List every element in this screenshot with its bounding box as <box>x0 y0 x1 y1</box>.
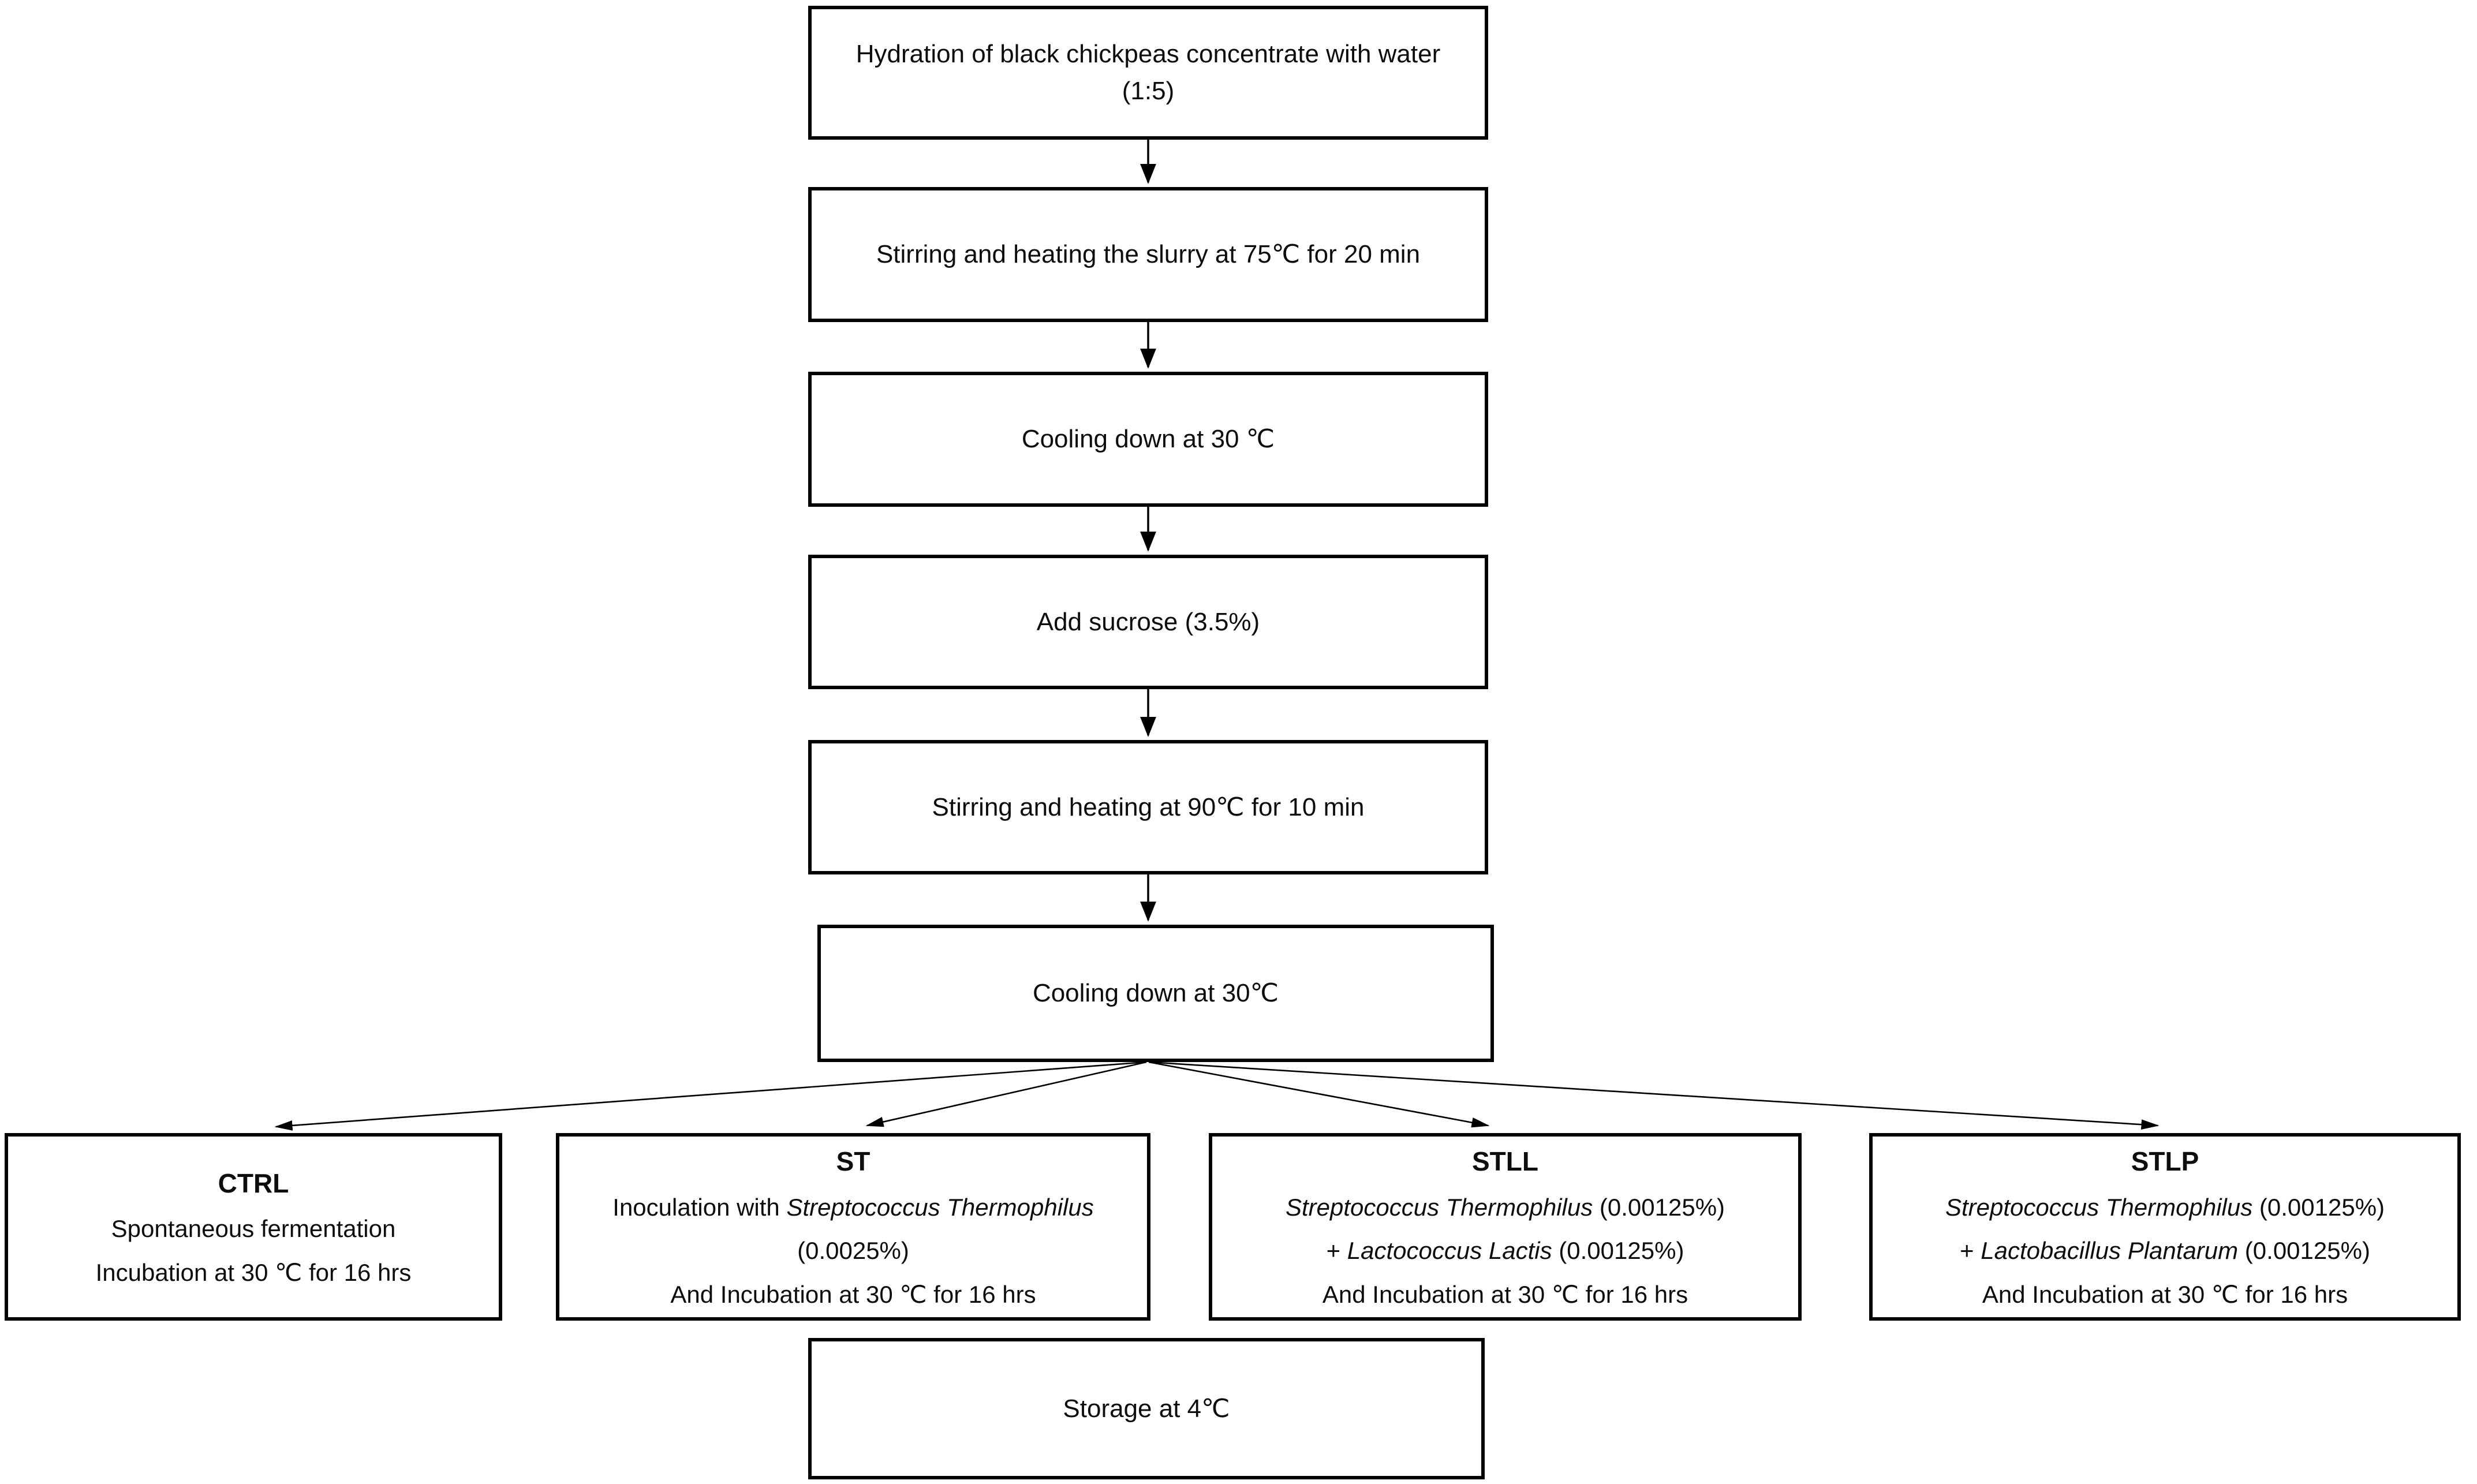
stlp-species1-name: Streptococcus Thermophilus <box>1945 1193 2253 1221</box>
step-text-sucrose: Add sucrose (3.5%) <box>1036 607 1260 636</box>
step-text-heat75: Stirring and heating the slurry at 75℃ f… <box>876 240 1421 269</box>
step-box-storage: Storage at 4℃ <box>808 1338 1485 1479</box>
branch-line-st-inoculation: Inoculation with Streptococcus Thermophi… <box>580 1186 1126 1273</box>
branch-title-ctrl: CTRL <box>218 1168 289 1198</box>
step-text-heat90: Stirring and heating at 90℃ for 10 min <box>932 793 1365 821</box>
branch-content-stll: STLL Streptococcus Thermophilus (0.00125… <box>1212 1138 1798 1317</box>
stlp-plus-sign: + <box>1960 1237 1981 1265</box>
arrow-branch-stll <box>1148 1061 1490 1128</box>
stll-concentration2: (0.00125%) <box>1552 1237 1684 1265</box>
arrow-branch-stlp <box>1148 1061 2160 1130</box>
branch-line-stlp-species2: + Lactobacillus Plantarum (0.00125%) <box>1893 1229 2437 1273</box>
stlp-concentration2: (0.00125%) <box>2238 1237 2370 1265</box>
step-text-storage: Storage at 4℃ <box>1063 1394 1230 1423</box>
arrow-branch-st <box>865 1061 1147 1127</box>
branch-line-stll-incubation: And Incubation at 30 ℃ for 16 hrs <box>1322 1280 1688 1308</box>
branch-line-stlp-species1: Streptococcus Thermophilus (0.00125%) <box>1893 1186 2437 1229</box>
branch-content-st: ST Inoculation with Streptococcus Thermo… <box>559 1138 1147 1317</box>
stlp-concentration1: (0.00125%) <box>2252 1193 2385 1221</box>
stlp-species2-name: Lactobacillus Plantarum <box>1981 1237 2239 1265</box>
step-box-heat90: Stirring and heating at 90℃ for 10 min <box>808 740 1488 874</box>
st-species-name: Streptococcus Thermophilus <box>786 1193 1094 1221</box>
st-pre-text: Inoculation with <box>612 1193 787 1221</box>
step-text-hydration: Hydration of black chickpeas concentrate… <box>855 40 1441 105</box>
branch-line-st-incubation: And Incubation at 30 ℃ for 16 hrs <box>670 1280 1036 1308</box>
stll-plus-sign: + <box>1326 1237 1347 1265</box>
stll-species2-name: Lactococcus Lactis <box>1347 1237 1552 1265</box>
branch-title-st: ST <box>836 1146 871 1176</box>
branch-line-stll-species2: + Lactococcus Lactis (0.00125%) <box>1233 1229 1777 1273</box>
branch-title-stll: STLL <box>1472 1146 1538 1176</box>
branch-box-stll: STLL Streptococcus Thermophilus (0.00125… <box>1209 1133 1802 1321</box>
branch-line-stll-species1: Streptococcus Thermophilus (0.00125%) <box>1233 1186 1777 1229</box>
branch-box-stlp: STLP Streptococcus Thermophilus (0.00125… <box>1869 1133 2461 1321</box>
branch-box-ctrl: CTRL Spontaneous fermentation Incubation… <box>5 1133 502 1321</box>
step-box-cool30-second: Cooling down at 30℃ <box>817 925 1494 1062</box>
step-box-cool30-first: Cooling down at 30 ℃ <box>808 372 1488 507</box>
stll-concentration1: (0.00125%) <box>1593 1193 1725 1221</box>
branch-title-stlp: STLP <box>2131 1146 2199 1176</box>
branch-content-ctrl: CTRL Spontaneous fermentation Incubation… <box>8 1160 499 1295</box>
branch-content-stlp: STLP Streptococcus Thermophilus (0.00125… <box>1873 1138 2457 1317</box>
arrow-branch-ctrl <box>274 1061 1147 1131</box>
branch-line-ctrl-1: Spontaneous fermentation <box>111 1215 396 1243</box>
branch-box-st: ST Inoculation with Streptococcus Thermo… <box>556 1133 1150 1321</box>
st-concentration: (0.0025%) <box>797 1237 909 1265</box>
step-text-cool30-second: Cooling down at 30℃ <box>1032 979 1279 1008</box>
stll-species1-name: Streptococcus Thermophilus <box>1285 1193 1593 1221</box>
branch-line-ctrl-2: Incubation at 30 ℃ for 16 hrs <box>95 1258 412 1286</box>
step-box-hydration: Hydration of black chickpeas concentrate… <box>808 6 1488 140</box>
step-box-heat75: Stirring and heating the slurry at 75℃ f… <box>808 187 1488 322</box>
step-box-sucrose: Add sucrose (3.5%) <box>808 555 1488 689</box>
step-text-cool30-first: Cooling down at 30 ℃ <box>1021 425 1275 454</box>
branch-line-stlp-incubation: And Incubation at 30 ℃ for 16 hrs <box>1982 1280 2348 1308</box>
